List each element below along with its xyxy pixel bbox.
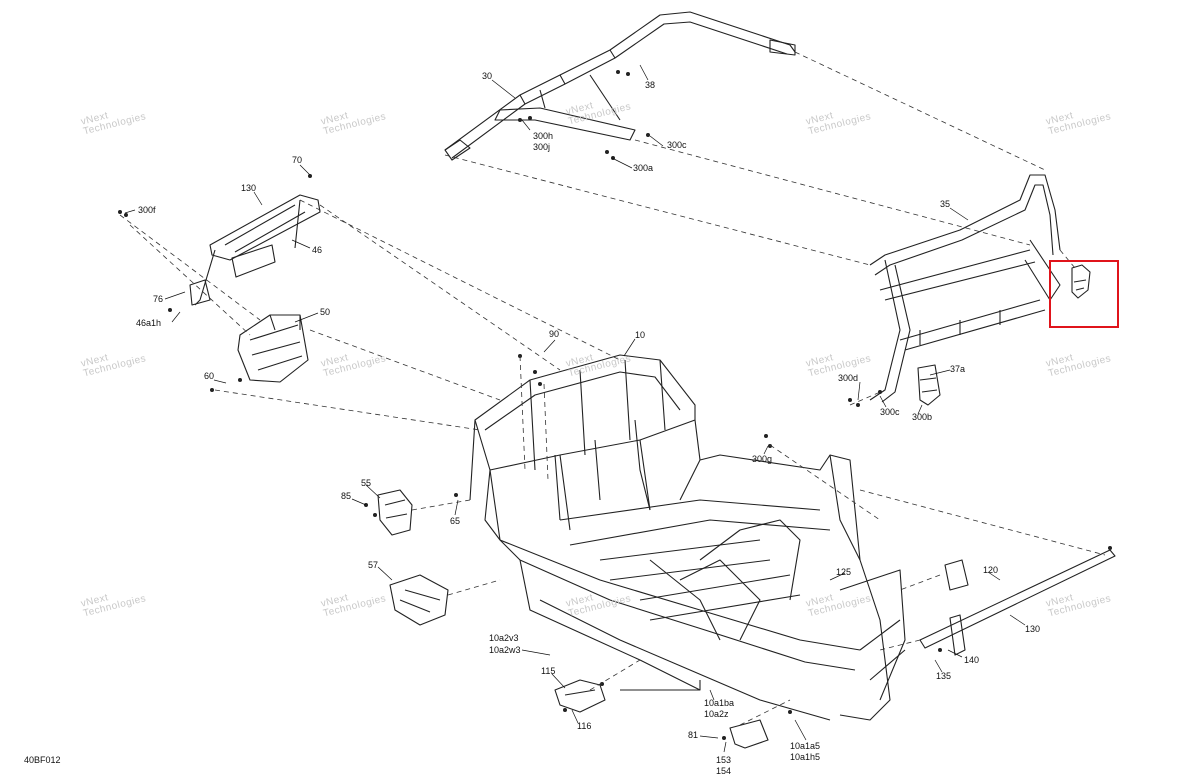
main-chassis [469, 354, 906, 721]
callout-300j: 300j [533, 142, 551, 152]
callout-70: 70 [292, 155, 303, 165]
callout-38: 38 [645, 80, 656, 90]
callout-130: 130 [241, 183, 257, 193]
callout-10a2z: 10a2z [704, 709, 729, 719]
fasteners [118, 70, 1112, 740]
callout-60: 60 [204, 371, 215, 381]
callout-65: 65 [450, 516, 461, 526]
bracket-81-153 [729, 719, 769, 749]
callout-300c: 300c [880, 407, 900, 417]
leader-lines [124, 64, 1026, 753]
callout-37a: 37a [950, 364, 966, 374]
bracket-37a [917, 364, 941, 406]
callout-35: 35 [940, 199, 951, 209]
callout-90: 90 [549, 329, 560, 339]
callout-10a1ba: 10a1ba [704, 698, 735, 708]
callout-300d: 300d [838, 373, 859, 383]
callout-55: 55 [361, 478, 372, 488]
bracket-57 [389, 574, 449, 626]
callout-76: 76 [153, 294, 164, 304]
callout-115: 115 [541, 666, 556, 676]
assembly-lines [119, 51, 1106, 726]
callout-125: 125 [836, 567, 852, 577]
callout-46a1h: 46a1h [136, 318, 162, 328]
bracket-115-116 [554, 679, 606, 713]
callout-300f: 300f [138, 205, 156, 215]
bracket-50 [237, 314, 309, 383]
callout-300g: 300g [752, 454, 773, 464]
rear-roll-bar [869, 174, 1061, 403]
callout-10a1h5: 10a1h5 [790, 752, 821, 762]
callout-300c: 300c [667, 140, 687, 150]
panel-130-46 [189, 194, 321, 306]
front-roll-bar [444, 11, 796, 161]
callout-50: 50 [320, 307, 331, 317]
callout-130-right: 130 [1025, 624, 1041, 634]
callout-85: 85 [341, 491, 352, 501]
callout-81: 81 [688, 730, 699, 740]
callout-10: 10 [635, 330, 646, 340]
highlight-box[interactable] [1049, 260, 1119, 328]
callout-120: 120 [983, 565, 999, 575]
callout-10a2v3: 10a2v3 [489, 633, 519, 643]
callout-153: 153 [716, 755, 732, 765]
callout-57: 57 [368, 560, 379, 570]
callout-46: 46 [312, 245, 323, 255]
callout-135: 135 [936, 671, 952, 681]
callout-10a2w3: 10a2w3 [489, 645, 521, 655]
bracket-55 [377, 489, 413, 536]
drawing-code: 40BF012 [24, 755, 61, 765]
callout-116: 116 [577, 721, 592, 731]
callout-30: 30 [482, 71, 493, 81]
highlighted-bracket-part [1071, 264, 1091, 299]
callout-300a: 300a [633, 163, 654, 173]
callout-140: 140 [964, 655, 980, 665]
side-rail-120 [919, 549, 1116, 656]
callout-10a1a5: 10a1a5 [790, 741, 821, 751]
callout-300b: 300b [912, 412, 933, 422]
callout-154: 154 [716, 766, 732, 776]
callout-300h: 300h [533, 131, 554, 141]
